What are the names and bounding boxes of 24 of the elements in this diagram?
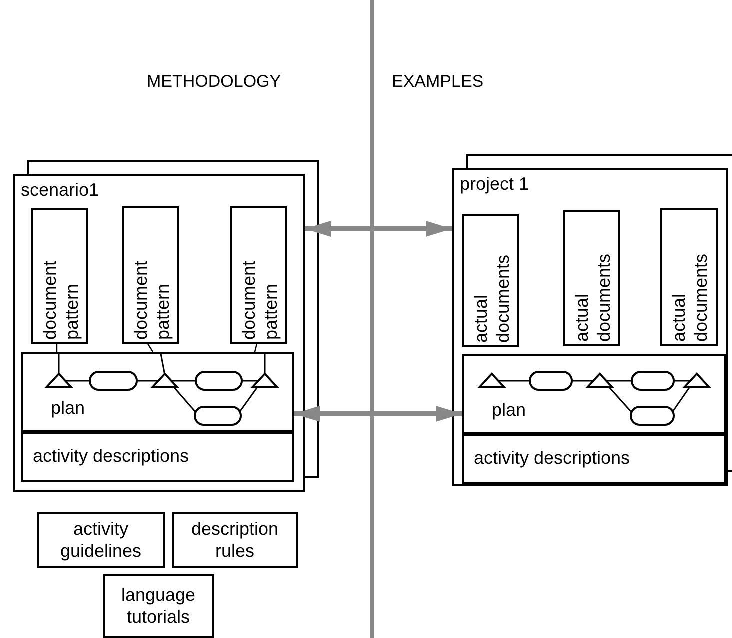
document-box: actual documents — [563, 210, 620, 346]
document-stack — [452, 168, 728, 486]
note-box: activity guidelines — [37, 512, 165, 568]
document-box: document pattern — [230, 206, 287, 344]
document-box: document pattern — [31, 208, 88, 344]
frame-title: project 1 — [460, 174, 530, 194]
note-box: description rules — [172, 512, 298, 568]
frame-title: scenario1 — [21, 180, 100, 200]
connector-line — [148, 344, 154, 352]
plan-title: plan — [492, 400, 526, 420]
document-box: actual documents — [660, 208, 718, 346]
document-stack — [13, 174, 305, 492]
double-arrow — [294, 406, 462, 422]
section-heading: METHODOLOGY — [147, 72, 282, 92]
note-box: language tutorials — [103, 574, 214, 638]
section-heading: EXAMPLES — [392, 72, 484, 92]
connector-line — [56, 344, 58, 352]
description-box: activity descriptions — [21, 432, 294, 482]
double-arrow — [305, 221, 452, 237]
description-box: activity descriptions — [462, 434, 726, 484]
document-box: document pattern — [122, 206, 179, 344]
connector-line — [254, 344, 258, 352]
document-box: actual documents — [462, 214, 519, 347]
plan-title: plan — [51, 398, 86, 418]
